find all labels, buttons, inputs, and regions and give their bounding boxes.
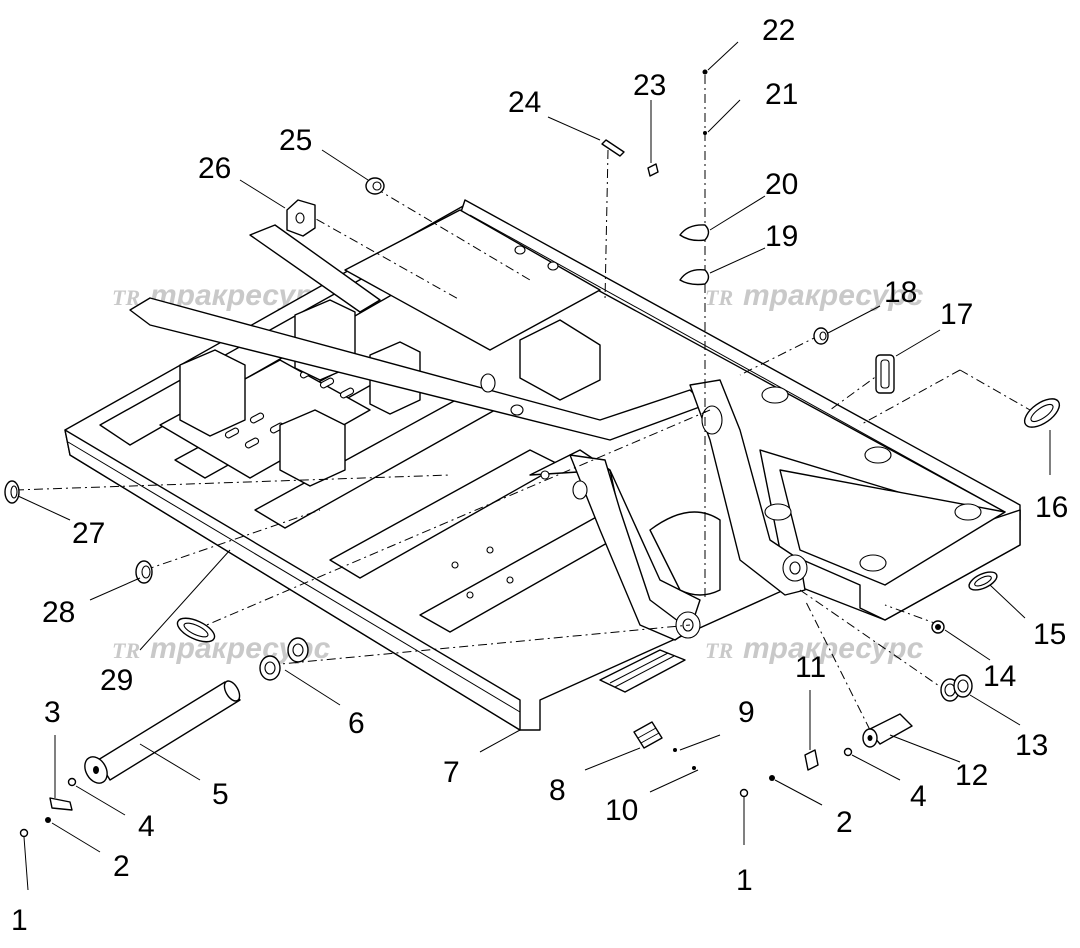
callout-5: 5 xyxy=(212,778,229,811)
callout-15: 15 xyxy=(1033,618,1066,651)
part-1-bolt-left xyxy=(19,828,29,838)
part-20-cover-plate xyxy=(679,224,710,242)
callout-4-right: 4 xyxy=(910,780,927,813)
cross-beam-top xyxy=(249,224,381,313)
watermark-logo: TR xyxy=(705,638,733,663)
watermark-text: тракресурс xyxy=(743,632,924,665)
upright-bracket-1 xyxy=(179,349,246,437)
callout-28: 28 xyxy=(42,596,75,629)
callout-11: 11 xyxy=(795,651,826,684)
frame-holes xyxy=(451,245,588,599)
callout-9: 9 xyxy=(738,696,755,729)
rear-deck-plate xyxy=(344,209,601,351)
part-2-washer-left xyxy=(45,817,51,823)
part-1-bolt-right xyxy=(739,788,749,798)
watermark-logo: TR xyxy=(112,638,140,663)
callout-2-left: 2 xyxy=(113,850,130,883)
callout-16: 16 xyxy=(1035,491,1068,524)
callout-3: 3 xyxy=(44,696,61,729)
part-9-washer xyxy=(673,748,677,752)
callout-29: 29 xyxy=(100,664,133,697)
upright-bracket-2 xyxy=(279,409,346,487)
part-22-grease-fitting xyxy=(702,69,708,75)
watermark-top-right: TR тракресурс xyxy=(705,279,924,312)
callout-1-left: 1 xyxy=(11,904,28,937)
part-2-washer-right xyxy=(769,775,775,781)
rear-deck-block xyxy=(519,319,601,401)
part-8-step-grate xyxy=(633,721,663,749)
part-4-bolt-left xyxy=(67,777,77,787)
part-11-lock-plate xyxy=(804,749,819,771)
part-3-lock-plate xyxy=(49,797,73,811)
callout-4-left: 4 xyxy=(138,810,155,843)
watermark-text: тракресурс xyxy=(743,279,924,312)
part-23-nut xyxy=(647,163,659,177)
callout-6: 6 xyxy=(348,707,365,740)
boom-pin-hole-upper xyxy=(701,405,723,435)
part-19-shim-plate xyxy=(679,269,710,286)
callout-2-right: 2 xyxy=(836,806,853,839)
cylinder-mount xyxy=(649,511,721,596)
part-10-bolt xyxy=(692,766,696,770)
box-top xyxy=(779,469,1006,586)
callout-7: 7 xyxy=(443,756,460,789)
callout-20: 20 xyxy=(765,168,798,201)
part-24-bolt xyxy=(601,139,625,157)
callout-17: 17 xyxy=(940,298,973,331)
watermark-logo: TR xyxy=(112,285,140,310)
callout-22: 22 xyxy=(762,14,795,47)
callout-14: 14 xyxy=(983,660,1016,693)
leader-lines xyxy=(17,41,1051,853)
callout-10: 10 xyxy=(605,794,638,827)
callout-25: 25 xyxy=(279,124,312,157)
watermark-bottom-right: TR тракресурс xyxy=(705,632,924,665)
callout-8: 8 xyxy=(549,774,566,807)
callout-24: 24 xyxy=(508,86,541,119)
part-4-bolt-right xyxy=(843,747,853,757)
callout-26: 26 xyxy=(198,152,231,185)
main-frame xyxy=(64,199,1021,731)
callout-23: 23 xyxy=(633,69,666,102)
callout-13: 13 xyxy=(1015,729,1048,762)
step-plate xyxy=(599,649,686,693)
callout-18: 18 xyxy=(884,276,917,309)
callout-27: 27 xyxy=(72,517,105,550)
assembly-lines xyxy=(14,75,1031,731)
callout-19: 19 xyxy=(765,220,798,253)
callout-numbers: 1 1 2 2 3 4 4 5 6 7 8 9 10 11 12 13 14 1… xyxy=(11,14,1068,937)
callout-21: 21 xyxy=(765,78,798,111)
callout-12: 12 xyxy=(955,759,988,792)
watermark-logo: TR xyxy=(705,285,733,310)
part-21-washer xyxy=(703,131,707,135)
callout-1-right: 1 xyxy=(736,864,753,897)
